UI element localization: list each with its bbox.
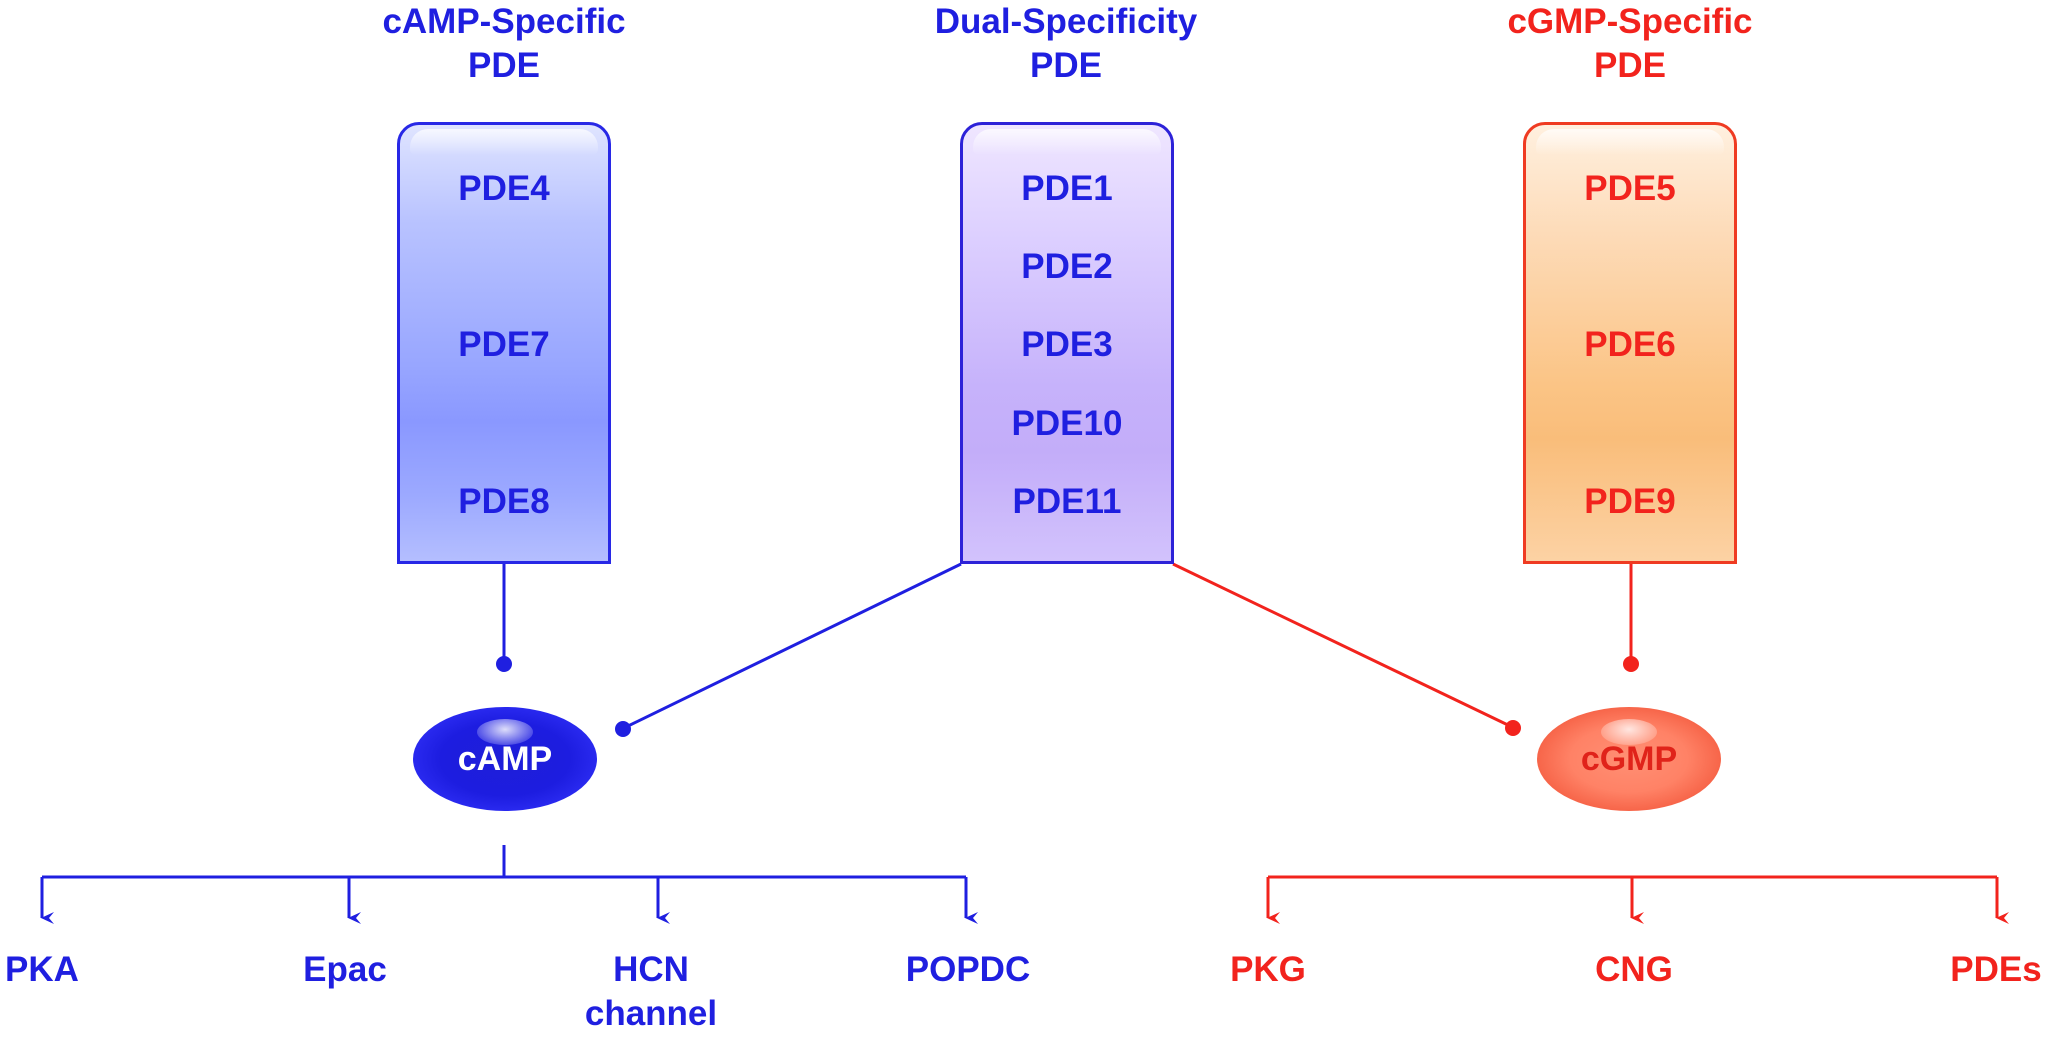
- effector-label: POPDC: [905, 950, 1031, 989]
- effector-label-line2: channel: [584, 994, 718, 1033]
- pde-member: PDE4: [458, 169, 550, 208]
- effector-cng: CNG: [1514, 948, 1754, 992]
- dual-to-cgmp-line: [1172, 562, 1511, 728]
- cgmp-inhibition-dot: [1623, 656, 1639, 672]
- cgmp-specific-title-line1: cGMP-Specific: [1507, 2, 1753, 41]
- camp-label: cAMP: [457, 740, 553, 778]
- cgmp-label: cGMP: [1580, 740, 1678, 778]
- dual-to-camp-line: [625, 562, 962, 729]
- effector-label: HCN: [613, 950, 689, 989]
- dual-specificity-pde-box: PDE1 PDE2 PDE3 PDE10 PDE11: [960, 122, 1174, 564]
- camp-node: cAMP: [413, 707, 597, 811]
- effector-hcn-channel: HCN channel: [531, 948, 771, 1036]
- camp-specific-header: cAMP-Specific PDE: [284, 0, 724, 88]
- effector-label: PDEs: [1950, 950, 2042, 989]
- dual-specificity-title-line1: Dual-Specificity: [934, 2, 1198, 41]
- effector-label: CNG: [1595, 950, 1673, 989]
- effector-popdc: POPDC: [848, 948, 1088, 992]
- pde-member: PDE5: [1584, 169, 1676, 208]
- cgmp-highlight: [1601, 719, 1657, 745]
- cgmp-specific-pde-box: PDE5 PDE6 PDE9: [1523, 122, 1737, 564]
- camp-specific-title-line1: cAMP-Specific: [382, 2, 626, 41]
- pde-member: PDE11: [1012, 482, 1122, 521]
- pde-member: PDE6: [1584, 325, 1676, 364]
- pde-member: PDE7: [458, 325, 550, 364]
- camp-specific-pde-box: PDE4 PDE7 PDE8: [397, 122, 611, 564]
- pde-member: PDE1: [1021, 169, 1113, 208]
- effector-pkg: PKG: [1148, 948, 1388, 992]
- dual-specificity-header: Dual-Specificity PDE: [846, 0, 1286, 88]
- pde-member: PDE3: [1021, 325, 1113, 364]
- effector-pka: PKA: [0, 948, 162, 992]
- dual-camp-inhibition-dot: [615, 721, 631, 737]
- pde-member: PDE10: [1011, 404, 1123, 443]
- cgmp-specific-title-line2: PDE: [1594, 46, 1666, 85]
- pde-member: PDE8: [458, 482, 550, 521]
- effector-label: Epac: [303, 950, 387, 989]
- cgmp-node: cGMP: [1537, 707, 1721, 811]
- dual-specificity-title-line2: PDE: [1030, 46, 1102, 85]
- effector-pdes: PDEs: [1876, 948, 2048, 992]
- effector-label: PKA: [5, 950, 79, 989]
- camp-inhibition-dot: [496, 656, 512, 672]
- camp-specific-title-line2: PDE: [468, 46, 540, 85]
- effector-epac: Epac: [225, 948, 465, 992]
- effector-label: PKG: [1230, 950, 1306, 989]
- dual-cgmp-inhibition-dot: [1505, 720, 1521, 736]
- camp-highlight: [477, 719, 533, 745]
- pde-member: PDE9: [1584, 482, 1676, 521]
- pde-member: PDE2: [1021, 247, 1113, 286]
- cgmp-specific-header: cGMP-Specific PDE: [1410, 0, 1850, 88]
